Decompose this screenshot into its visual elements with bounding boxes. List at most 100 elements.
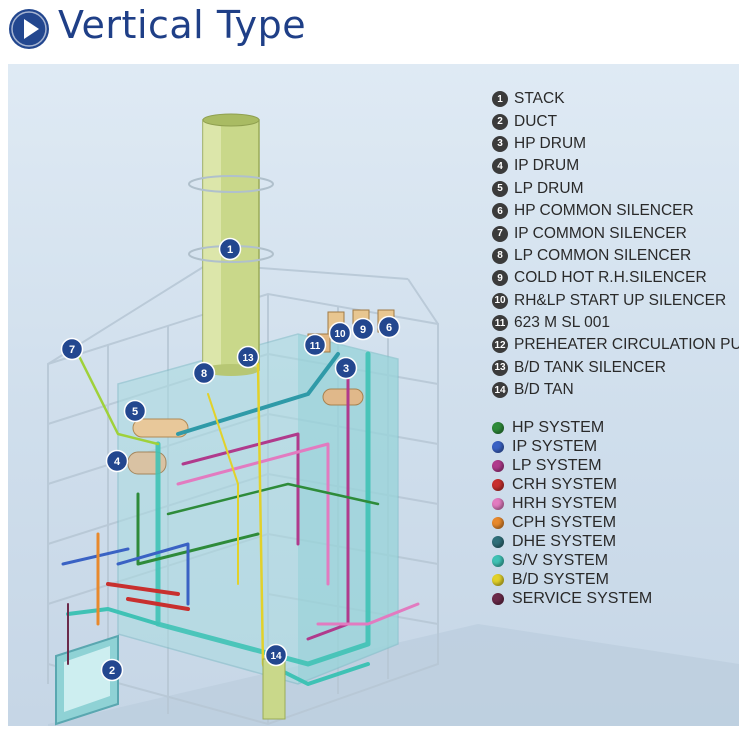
legend-item: 14 B/D TAN <box>492 379 739 401</box>
svg-text:1: 1 <box>227 244 233 256</box>
plant-3d-diagram: 1 2 3 4 5 6 7 8 9 10 11 13 14 <box>47 113 739 726</box>
marker-9: 9 <box>351 317 375 341</box>
system-color-dot <box>492 459 504 472</box>
legend-label: IP COMMON SILENCER <box>514 224 687 242</box>
system-color-dot <box>492 517 504 530</box>
number-badge: 5 <box>492 180 508 197</box>
legend-label: PREHEATER CIRCULATION PUMP <box>514 336 739 354</box>
marker-5: 5 <box>123 399 147 423</box>
legend-label: DUCT <box>514 112 558 130</box>
svg-text:6: 6 <box>386 322 392 334</box>
legend-item: 2 DUCT <box>492 110 739 132</box>
system-legend-item: IP SYSTEM <box>492 437 652 456</box>
marker-3: 3 <box>334 356 358 380</box>
system-label: DHE SYSTEM <box>512 533 617 551</box>
svg-text:11: 11 <box>310 341 321 352</box>
system-label: HP SYSTEM <box>512 418 605 436</box>
svg-text:13: 13 <box>242 353 254 364</box>
legend-label: IP DRUM <box>514 157 580 175</box>
legend-item: 6 HP COMMON SILENCER <box>492 200 739 222</box>
system-legend-item: HP SYSTEM <box>492 418 652 437</box>
legend-label: B/D TAN <box>514 381 574 399</box>
legend-item: 12 PREHEATER CIRCULATION PUMP <box>492 334 739 356</box>
number-badge: 13 <box>492 359 508 376</box>
marker-11: 11 <box>303 333 327 357</box>
diagram-panel: 1 2 3 4 5 6 7 8 9 10 11 13 14 1 STACK 2 DU… <box>8 64 739 726</box>
marker-14: 14 <box>264 643 288 667</box>
legend-label: 623 M SL 001 <box>514 314 610 332</box>
svg-text:5: 5 <box>132 406 138 418</box>
legend-label: STACK <box>514 90 565 108</box>
number-badge: 12 <box>492 337 508 354</box>
system-legend-item: S/V SYSTEM <box>492 552 652 571</box>
svg-text:3: 3 <box>343 363 349 375</box>
system-legend-item: DHE SYSTEM <box>492 533 652 552</box>
marker-4: 4 <box>105 449 129 473</box>
legend-label: HP COMMON SILENCER <box>514 202 694 220</box>
legend-label: B/D TANK SILENCER <box>514 358 666 376</box>
page-title: Vertical Type <box>58 3 307 47</box>
svg-text:7: 7 <box>69 344 75 356</box>
system-label: HRH SYSTEM <box>512 494 617 512</box>
system-label: IP SYSTEM <box>512 437 598 455</box>
number-badge: 8 <box>492 247 508 264</box>
marker-1: 1 <box>218 237 242 261</box>
system-legend-item: CRH SYSTEM <box>492 475 652 494</box>
marker-8: 8 <box>192 361 216 385</box>
system-color-dot <box>492 555 504 568</box>
system-color-dot <box>492 478 504 491</box>
number-badge: 7 <box>492 225 508 242</box>
svg-text:2: 2 <box>109 665 115 677</box>
legend-item: 1 STACK <box>492 88 739 110</box>
system-color-dot <box>492 593 504 606</box>
system-label: SERVICE SYSTEM <box>512 590 653 608</box>
system-label: LP SYSTEM <box>512 456 602 474</box>
system-color-dot <box>492 421 504 434</box>
legend-label: COLD HOT R.H.SILENCER <box>514 269 707 287</box>
number-badge: 4 <box>492 158 508 175</box>
legend-item: 3 HP DRUM <box>492 133 739 155</box>
system-legend-item: B/D SYSTEM <box>492 571 652 590</box>
number-badge: 1 <box>492 91 508 108</box>
svg-text:9: 9 <box>360 324 366 336</box>
legend-item: 8 LP COMMON SILENCER <box>492 245 739 267</box>
system-legend-item: CPH SYSTEM <box>492 513 652 532</box>
system-legend-item: LP SYSTEM <box>492 456 652 475</box>
system-legend-item: SERVICE SYSTEM <box>492 590 652 609</box>
legend-label: LP DRUM <box>514 179 584 197</box>
number-badge: 6 <box>492 203 508 220</box>
svg-text:4: 4 <box>114 456 121 468</box>
svg-text:10: 10 <box>334 329 346 340</box>
legend-label: LP COMMON SILENCER <box>514 246 692 264</box>
number-badge: 2 <box>492 113 508 130</box>
number-badge: 10 <box>492 292 508 309</box>
system-label: B/D SYSTEM <box>512 571 609 589</box>
system-label: CRH SYSTEM <box>512 475 617 493</box>
number-badge: 11 <box>492 315 508 332</box>
duct <box>55 634 119 726</box>
system-label: CPH SYSTEM <box>512 514 617 532</box>
legend-item: 11 623 M SL 001 <box>492 312 739 334</box>
marker-13: 13 <box>236 345 260 369</box>
svg-text:14: 14 <box>270 651 282 662</box>
play-icon <box>9 9 49 49</box>
systems-legend: HP SYSTEM IP SYSTEM LP SYSTEM CRH SYSTEM… <box>492 418 652 609</box>
legend-label: HP DRUM <box>514 134 587 152</box>
number-badge: 9 <box>492 270 508 287</box>
legend-item: 13 B/D TANK SILENCER <box>492 357 739 379</box>
legend-item: 5 LP DRUM <box>492 178 739 200</box>
legend-item: 7 IP COMMON SILENCER <box>492 222 739 244</box>
number-badge: 3 <box>492 135 508 152</box>
system-color-dot <box>492 536 504 549</box>
header: Vertical Type <box>0 0 743 62</box>
marker-10: 10 <box>328 321 352 345</box>
marker-6: 6 <box>377 315 401 339</box>
ground-shadow <box>48 624 739 726</box>
system-color-dot <box>492 440 504 453</box>
number-badge: 14 <box>492 382 508 399</box>
legend-label: RH&LP START UP SILENCER <box>514 291 727 309</box>
system-legend-item: HRH SYSTEM <box>492 494 652 513</box>
legend-item: 4 IP DRUM <box>492 155 739 177</box>
bd-tank <box>262 658 286 720</box>
